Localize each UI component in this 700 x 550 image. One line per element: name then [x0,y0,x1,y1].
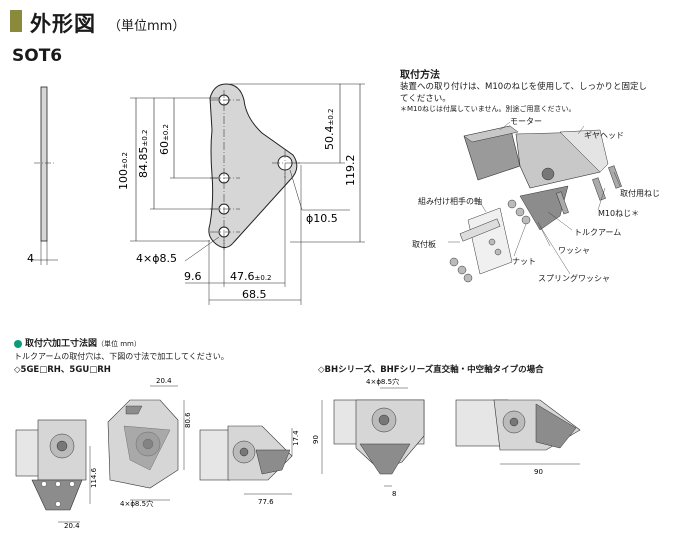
hole-drawings: 114.6 20.4 20.4 80.6 4×ϕ8.5穴 17.4 77.6 [15,377,581,530]
dim-114-6: 114.6 [90,467,98,488]
torque-arm [519,185,569,231]
label-mount-screw: 取付用ねじ [620,189,660,198]
dim-20-4-b: 20.4 [156,377,172,385]
dim-17-4: 17.4 [292,430,300,446]
dim-50-4-value: 50.4 [323,126,336,151]
hole-section-unit: （単位 mm） [97,340,141,348]
hole-drawing-4: 4×ϕ8.5穴 90 8 [312,377,425,498]
dim-60: 60±0.2 [158,124,171,155]
side-plate [40,86,48,242]
dim-80-6: 80.6 [184,412,192,428]
hole-drawing-5: 90 [455,399,581,476]
page-title: 外形図 [30,12,96,36]
label-washer: ワッシャ [558,246,590,255]
dim-119-2: 119.2 [344,155,357,187]
dim-100-value: 100 [117,169,130,190]
hole-drawing-3: 17.4 77.6 [199,425,300,506]
hole-drawing-2: 20.4 80.6 4×ϕ8.5穴 [107,377,192,508]
label-m10-screw: M10ねじ＊ [598,209,640,218]
dim-9-6: 9.6 [184,270,202,283]
dim-100: 100±0.2 [117,152,130,190]
dim-84-85-tol: ±0.2 [141,130,149,147]
mounting-text-1: 装置への取り付けは、M10のねじを使用して、しっかりと固定し [400,82,647,92]
dim-68-5: 68.5 [242,288,267,301]
dim-50-4: 50.4±0.2 [323,109,336,151]
model-name: SOT6 [12,46,63,66]
hole-section-title-row: 取付穴加工寸法図（単位 mm） [14,336,141,349]
dim-100-tol: ±0.2 [121,152,129,169]
title-unit: （単位mm） [108,19,186,34]
mounting-text-2: てください。 [400,94,451,104]
dim-holes-left: 4×ϕ8.5穴 [120,499,153,508]
dim-47-6-value: 47.6 [230,270,255,283]
title-color-block [10,10,22,32]
mating-shaft [459,218,501,242]
label-mating-shaft: 組み付け相手の軸 [418,197,482,206]
bullet-icon [14,339,22,348]
dim-20-4-a: 20.4 [64,522,80,530]
mounting-title: 取付方法 [400,70,440,81]
hole-section-desc: トルクアームの取付穴は、下図の寸法で加工してください。 [14,352,229,361]
label-torque-arm: トルクアーム [574,228,622,237]
right-heading: ◇BHシリーズ、BHFシリーズ直交軸・中空軸タイプの場合 [318,365,544,375]
dim-thickness: 4 [27,252,34,265]
label-gearhead: ギヤヘッド [584,131,624,140]
dim-8: 8 [392,490,396,498]
dim-47-6-tol: ±0.2 [255,274,272,282]
mounting-note: ＊M10ねじは付属していません。別途ご用意ください。 [400,105,576,113]
label-spring-washer: スプリングワッシャ [538,274,610,283]
label-mount-plate: 取付板 [412,240,436,249]
dim-60-tol: ±0.2 [162,124,170,141]
dim-holes-right: 4×ϕ8.5穴 [366,377,399,386]
dim-47-6: 47.6±0.2 [230,270,272,283]
hole-section-title: 取付穴加工寸法図 [25,339,98,349]
dim-50-4-tol: ±0.2 [327,109,335,126]
mounting-illustration [448,121,622,283]
label-nut: ナット [512,257,536,266]
dim-60-value: 60 [158,141,171,155]
dim-4x-holes: 4×ϕ8.5 [136,252,177,265]
dim-84-85: 84.85±0.2 [137,130,150,179]
left-heading: ◇5GE□RH、5GU□RH [14,365,111,375]
hole-drawing-1: 114.6 20.4 [15,419,98,530]
dim-phi-10-5: ϕ10.5 [306,212,338,225]
label-motor: モーター [510,117,542,126]
dim-84-85-value: 84.85 [137,147,150,179]
outline-drawing: 4 [27,83,365,305]
torque-arm-plate [208,83,298,248]
dim-90-h: 90 [534,468,543,476]
dim-77-6: 77.6 [258,498,274,506]
dim-90-v: 90 [312,435,320,444]
